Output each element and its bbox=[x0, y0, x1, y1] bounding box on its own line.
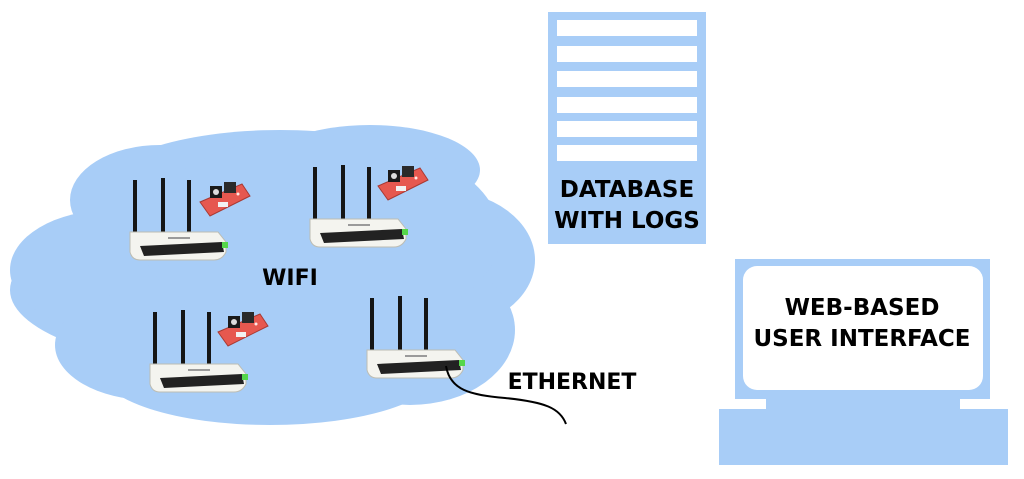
ui-label-line1: WEB-BASED bbox=[785, 295, 940, 321]
ethernet-label: ETHERNET bbox=[508, 370, 637, 395]
database-icon bbox=[548, 12, 706, 244]
wifi-label: WIFI bbox=[262, 266, 318, 291]
ui-label-line2: USER INTERFACE bbox=[753, 326, 970, 352]
computer-monitor-icon bbox=[719, 259, 1008, 465]
ethernet-cable bbox=[445, 365, 567, 425]
wifi-cloud bbox=[10, 125, 535, 425]
database-label-line2: WITH LOGS bbox=[554, 208, 700, 234]
database-label-line1: DATABASE bbox=[560, 177, 694, 203]
